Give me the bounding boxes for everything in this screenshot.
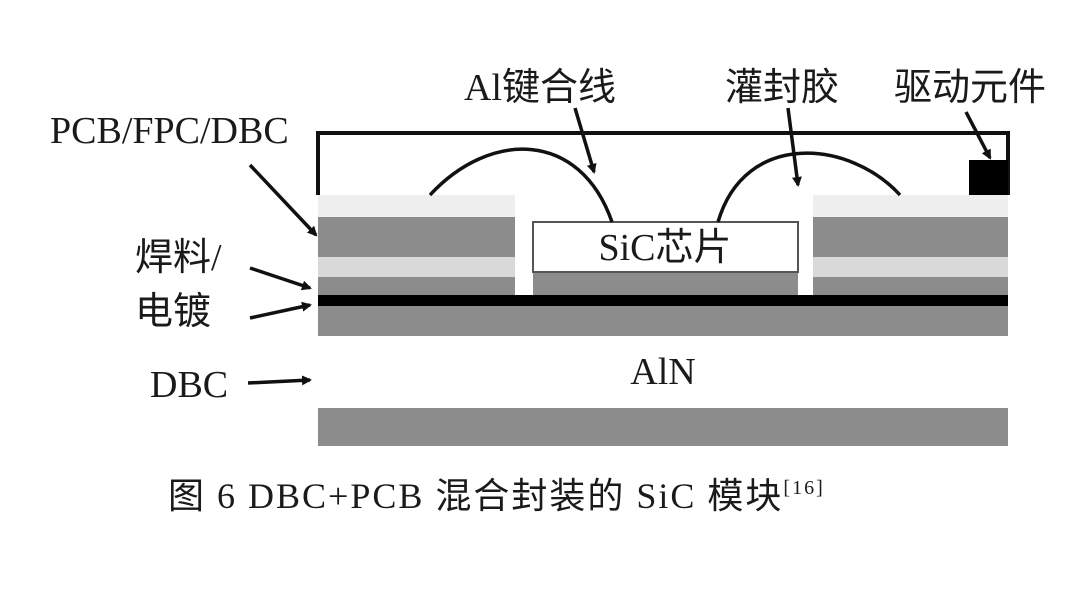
chip-attach-layer bbox=[533, 272, 798, 295]
dbc-label: DBC bbox=[150, 364, 228, 406]
bottom-copper-layer bbox=[318, 408, 1008, 446]
sic-chip bbox=[532, 221, 799, 273]
driver-component bbox=[969, 160, 1008, 195]
left-pcb-bottom-layer bbox=[318, 277, 515, 295]
plating-arrow bbox=[249, 301, 312, 320]
al-wire-arrow bbox=[573, 107, 597, 174]
right-pcb-top-layer bbox=[813, 195, 1008, 217]
aln-label: AlN bbox=[630, 351, 695, 393]
solder-label: 焊料/ bbox=[135, 237, 222, 279]
right-pcb-bottom-layer bbox=[813, 277, 1008, 295]
pcb-label: PCB/FPC/DBC bbox=[50, 110, 289, 152]
chip-label: SiC芯片 bbox=[598, 227, 731, 269]
caption-text: 图 6 DBC+PCB 混合封装的 SiC 模块 bbox=[168, 476, 783, 516]
left-pcb-light-layer bbox=[318, 257, 515, 277]
right-bond-wire bbox=[716, 151, 902, 223]
figure-caption: 图 6 DBC+PCB 混合封装的 SiC 模块[16] bbox=[168, 476, 825, 516]
aln-ceramic-layer bbox=[318, 336, 1008, 408]
top-copper-layer bbox=[318, 306, 1008, 336]
al-wire-label: Al键合线 bbox=[464, 67, 616, 109]
driver-arrow bbox=[964, 111, 992, 160]
enclosure-outline bbox=[316, 131, 1010, 195]
driver-label: 驱动元件 bbox=[894, 67, 1046, 109]
pcb-arrow bbox=[248, 163, 318, 237]
dbc-arrow bbox=[247, 375, 312, 386]
right-pcb-core-layer bbox=[813, 217, 1008, 257]
solder-arrow bbox=[249, 266, 312, 291]
left-pcb-core-layer bbox=[318, 217, 515, 257]
right-pcb-light-layer bbox=[813, 257, 1008, 277]
encapsulant-arrow bbox=[786, 107, 802, 187]
left-bond-wire bbox=[428, 147, 614, 223]
solder-layer bbox=[318, 295, 1008, 306]
left-pcb-top-layer bbox=[318, 195, 515, 217]
plating-label: 电镀 bbox=[135, 291, 211, 333]
caption-ref: [16] bbox=[783, 477, 824, 499]
encapsulant-label: 灌封胶 bbox=[725, 67, 839, 109]
